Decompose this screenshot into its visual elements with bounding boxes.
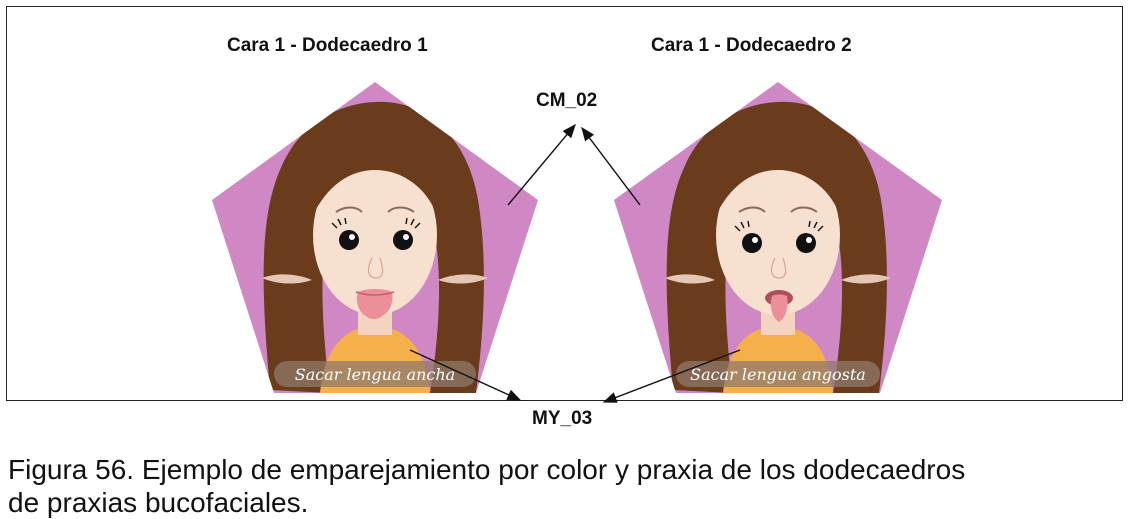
face-card-right: Sacar lengua angosta xyxy=(614,82,942,393)
face-text-left: Sacar lengua ancha xyxy=(295,365,455,384)
face-skin-left xyxy=(313,155,437,315)
arrow-left-to-top xyxy=(507,123,576,206)
face-card-left: Sacar lengua ancha xyxy=(212,82,538,393)
face-title-left: Cara 1 - Dodecaedro 1 xyxy=(227,35,428,56)
caption-line-2: de praxias bucofaciales. xyxy=(8,487,309,518)
face-skin-right xyxy=(716,155,840,315)
code-label-top: CM_02 xyxy=(536,90,598,111)
banner-left xyxy=(274,361,476,387)
banner-right xyxy=(676,361,880,387)
arrow-right-to-bottom xyxy=(602,349,741,403)
arrow-right-to-top xyxy=(581,126,641,206)
code-label-bottom: MY_03 xyxy=(532,408,593,429)
figure-caption: Figura 56. Ejemplo de emparejamiento por… xyxy=(8,453,1123,519)
caption-line-1: Figura 56. Ejemplo de emparejamiento por… xyxy=(8,454,966,485)
arrow-left-to-bottom xyxy=(409,349,522,401)
face-title-right: Cara 1 - Dodecaedro 2 xyxy=(651,35,852,56)
face-text-right: Sacar lengua angosta xyxy=(690,365,866,384)
